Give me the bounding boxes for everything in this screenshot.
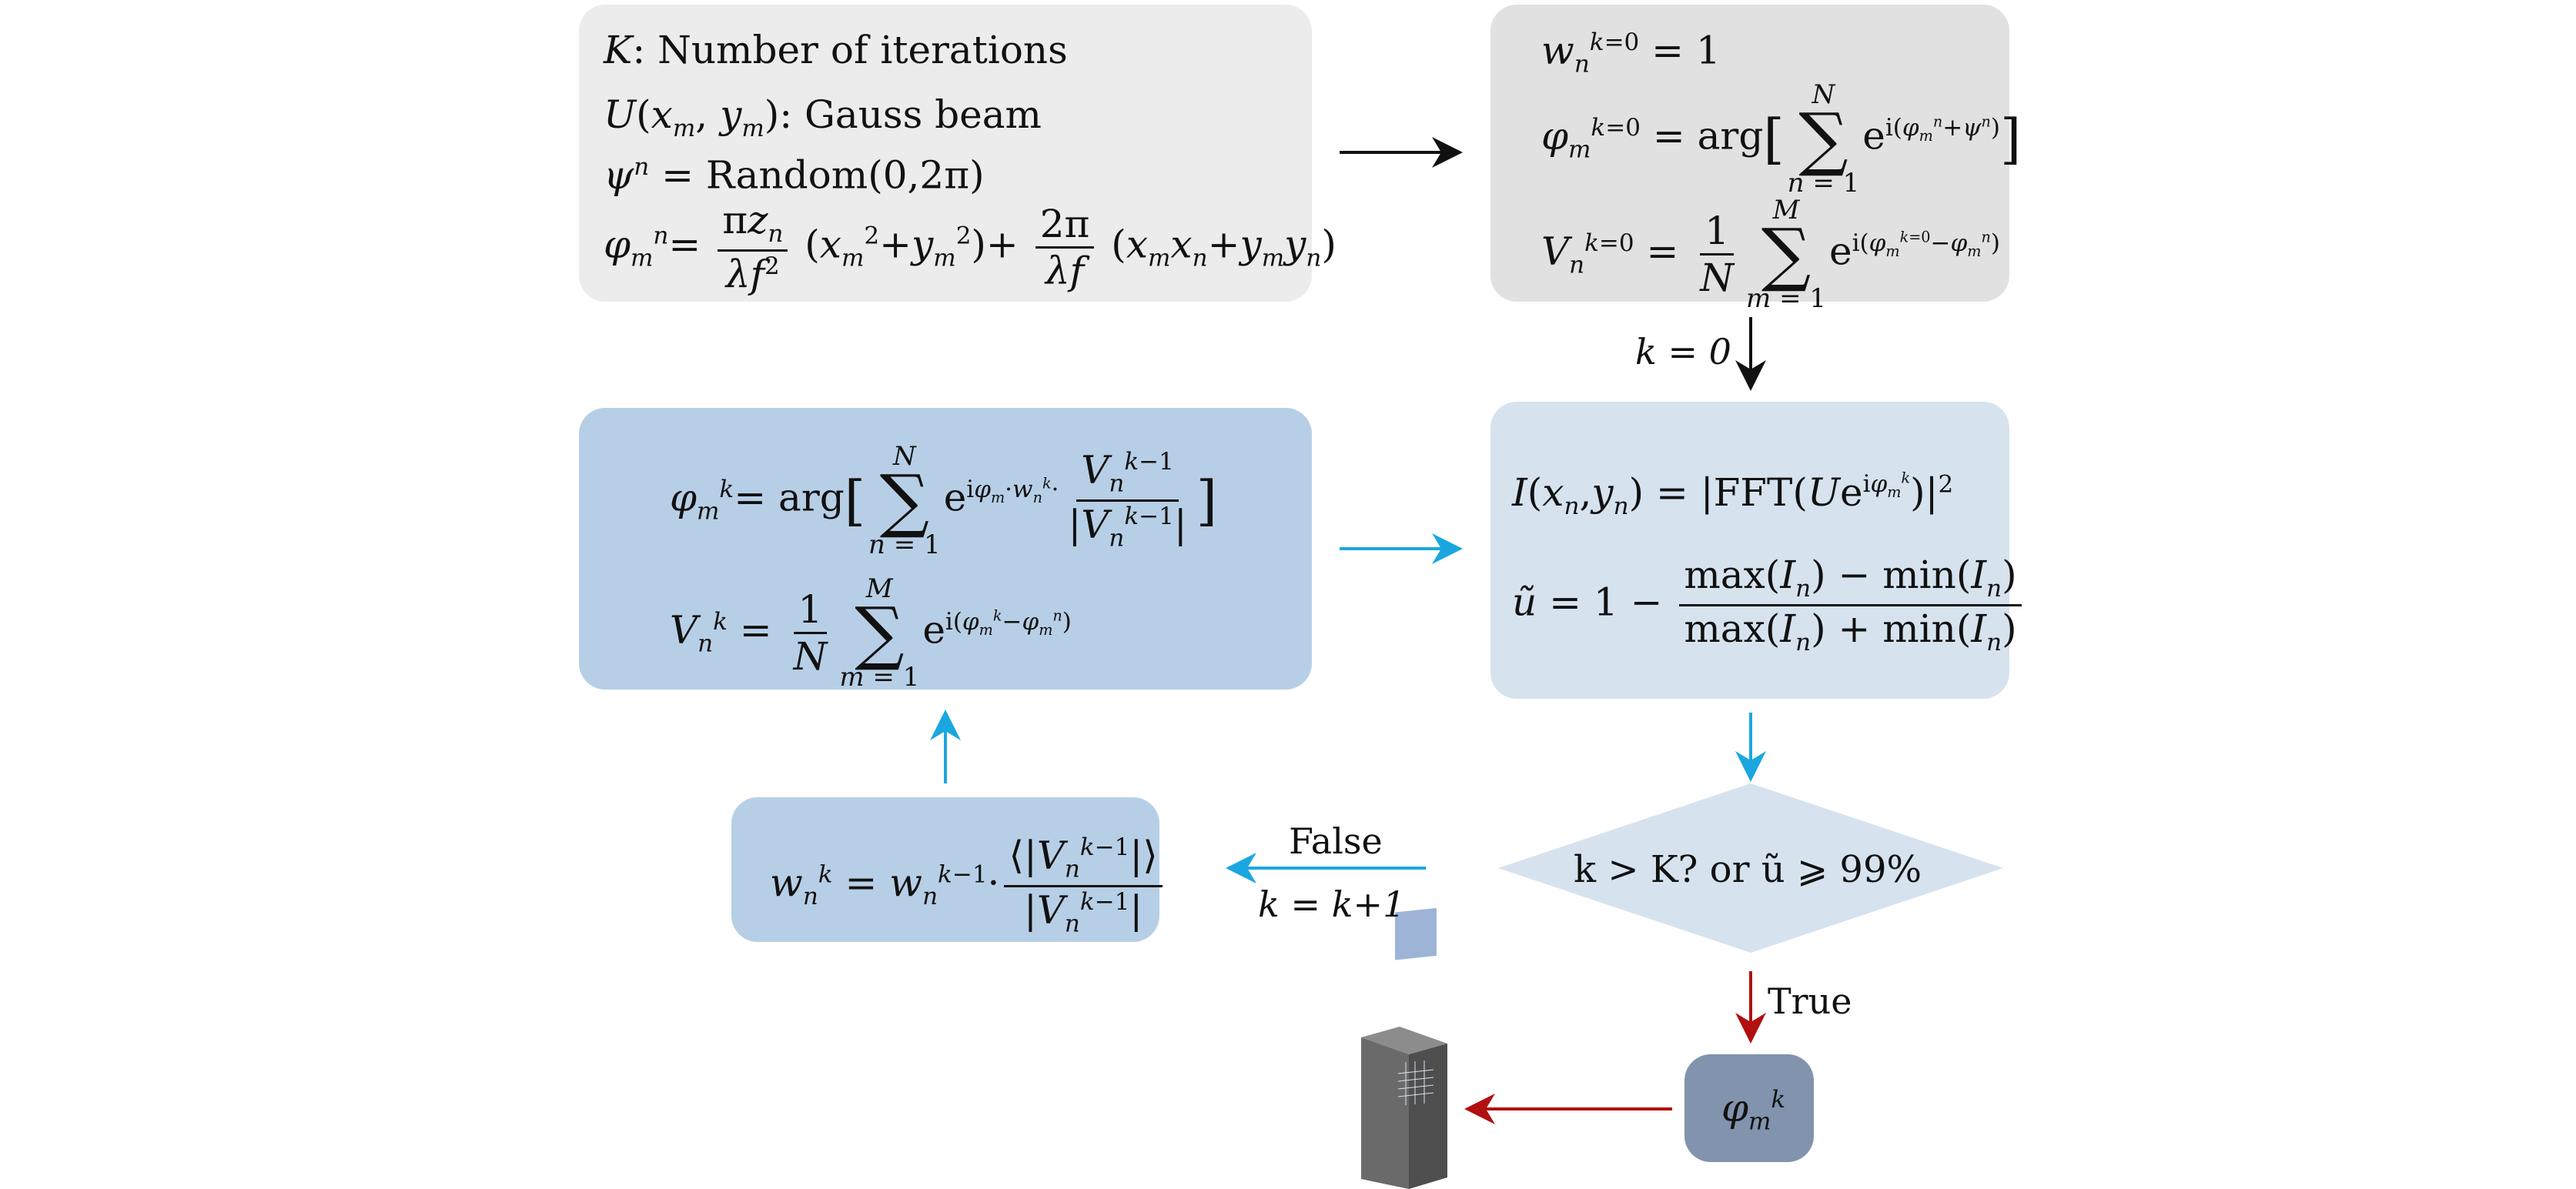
decision-diamond	[1498, 783, 2003, 953]
intensity-line: I(xn,yn) = |FFT(Ueiφmk)|2	[1512, 469, 1954, 520]
decision-condition: k > K? or ũ ⩾ 99%	[1574, 848, 1922, 891]
initial-weight-line: wnk=0 = 1	[1541, 28, 1721, 78]
uniformity-line: ũ = 1 − max(In) − min(In)max(In) + min(I…	[1512, 556, 2026, 655]
result-phase-box: φmk	[1684, 1054, 1814, 1162]
true-label: True	[1768, 980, 1852, 1022]
initialization-box: K: Number of iterations U(xm, ym): Gauss…	[579, 5, 1337, 302]
intensity-box: I(xn,yn) = |FFT(Ueiφmk)|2 ũ = 1 − max(In…	[1490, 402, 2022, 699]
iterations-line: K: Number of iterations	[604, 28, 1068, 72]
increment-label: k = k+1	[1258, 883, 1406, 925]
k-equals-zero-label: k = 0	[1635, 331, 1731, 372]
random-phase-line: ψn = Random(0,2π)	[604, 152, 985, 198]
result-phase-label: φmk	[1721, 1085, 1786, 1136]
weight-update-line: wnk = wnk−1·⟨|Vnk−1|⟩|Vnk−1|	[770, 836, 1167, 936]
weight-update-box: wnk = wnk−1·⟨|Vnk−1|⟩|Vnk−1|	[731, 797, 1163, 942]
gauss-beam-line: U(xm, ym): Gauss beam	[604, 92, 1042, 142]
slm-device-icon	[1361, 907, 1447, 1189]
false-label: False	[1289, 820, 1383, 862]
